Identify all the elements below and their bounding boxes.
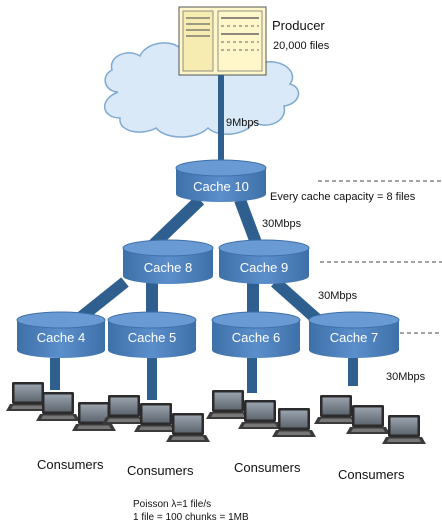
link-cache9-cache7	[271, 277, 324, 327]
laptop-icon	[382, 415, 426, 444]
capacity-note: Every cache capacity = 8 files	[270, 191, 416, 203]
producer-files: 20,000 files	[273, 40, 330, 52]
laptop-icon	[346, 405, 390, 434]
level-markers	[318, 180, 442, 334]
laptop-icon	[102, 395, 146, 424]
cache-7	[308, 311, 400, 358]
cache-label-5: Cache 5	[127, 330, 177, 345]
laptop-icon	[6, 382, 50, 411]
laptop-icon	[134, 403, 178, 432]
footer-file-size: 1 file = 100 chunks = 1MB	[133, 512, 249, 523]
link-label-level1: 30Mbps	[262, 218, 302, 230]
cache-label-6: Cache 6	[231, 330, 281, 345]
cache-10	[175, 159, 267, 202]
cache-4	[16, 311, 106, 358]
cache-5	[107, 311, 197, 358]
laptop-icon	[72, 402, 116, 431]
cache-label-7: Cache 7	[329, 330, 379, 345]
cache-label-9: Cache 9	[239, 260, 289, 275]
laptop-icon	[166, 413, 210, 442]
cache-label-4: Cache 4	[36, 330, 86, 345]
laptop-icon	[206, 390, 250, 419]
producer-title: Producer	[272, 18, 325, 33]
link-label-producer: 9Mbps	[226, 117, 260, 129]
consumers-label-1: Consumers	[37, 457, 104, 472]
laptop-icon	[272, 408, 316, 437]
cache-8	[122, 239, 214, 284]
consumers-label-2: Consumers	[127, 463, 194, 478]
link-label-level2: 30Mbps	[318, 290, 358, 302]
cache-9	[218, 239, 310, 284]
laptop-icon	[314, 395, 358, 424]
link-label-level3: 30Mbps	[386, 371, 426, 383]
consumer-laptops	[6, 382, 426, 444]
cache-label-8: Cache 8	[143, 260, 193, 275]
consumers-label-3: Consumers	[234, 460, 301, 475]
laptop-icon	[36, 392, 80, 421]
footer-poisson: Poisson λ=1 file/s	[133, 499, 212, 510]
laptop-icon	[238, 400, 282, 429]
cache-label-10: Cache 10	[193, 179, 249, 194]
consumers-label-4: Consumers	[338, 467, 405, 482]
cache-6	[211, 311, 301, 358]
server-icon	[178, 6, 267, 76]
